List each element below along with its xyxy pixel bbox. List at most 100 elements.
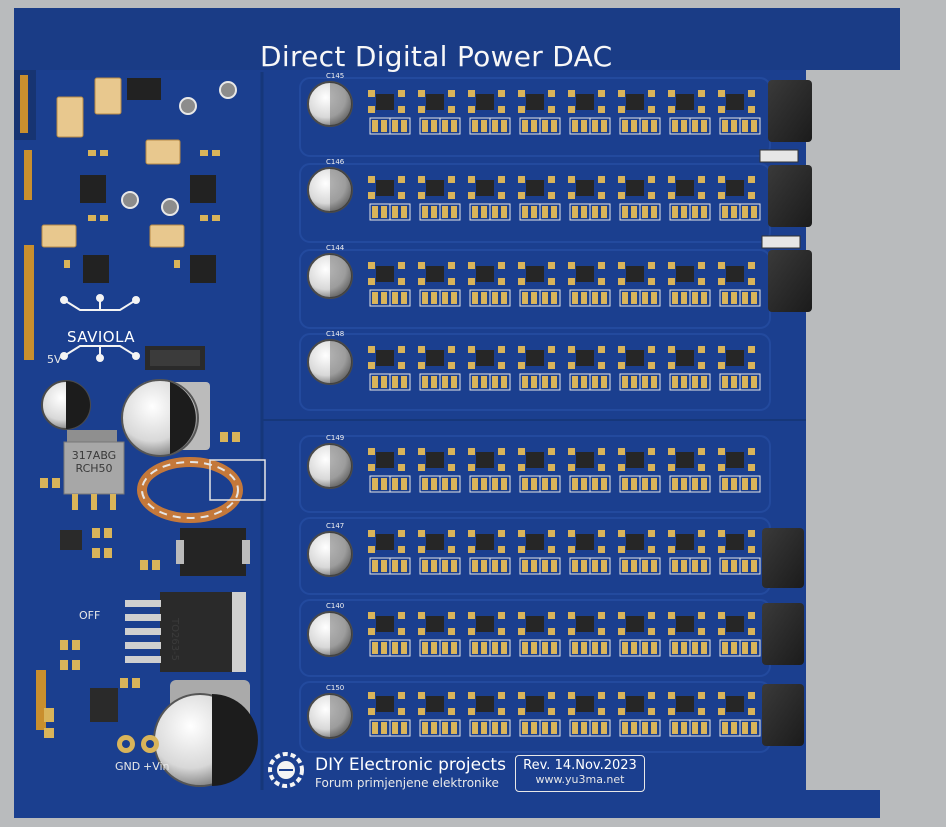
dac-cell — [568, 530, 611, 575]
dac-cell — [518, 90, 561, 135]
electrolytic-capacitor: C147 — [307, 522, 353, 577]
dac-cell — [518, 530, 561, 575]
dac-cell — [668, 530, 711, 575]
capacitor-label: C144 — [326, 244, 345, 252]
saviola-logo-text: SAVIOLA — [67, 328, 136, 346]
dac-cell — [518, 612, 561, 657]
dac-cell — [618, 90, 661, 135]
dac-cell — [718, 346, 761, 391]
dac-cell — [468, 176, 511, 221]
dac-cell — [368, 90, 411, 135]
dac-cell — [418, 530, 461, 575]
dac-cell — [418, 692, 461, 737]
electrolytic-capacitor: C149 — [307, 434, 353, 489]
dac-cell — [668, 692, 711, 737]
dac-cell — [568, 346, 611, 391]
dac-cell — [568, 176, 611, 221]
dac-cell — [418, 448, 461, 493]
capacitor-label: C150 — [326, 684, 344, 692]
dac-cell — [368, 612, 411, 657]
capacitor-label: C149 — [326, 434, 344, 442]
package-marking: TO263-5 — [169, 618, 180, 662]
dac-cell — [668, 612, 711, 657]
electrolytic-capacitor: C140 — [307, 602, 353, 657]
dac-cell — [668, 346, 711, 391]
dac-cell — [668, 90, 711, 135]
dac-cell — [418, 346, 461, 391]
label-off: OFF — [79, 609, 101, 622]
dac-cell — [718, 90, 761, 135]
capacitor-label: C146 — [326, 158, 345, 166]
revision-box: Rev. 14.Nov.2023 www.yu3ma.net — [515, 755, 645, 792]
revision-text: Rev. 14.Nov.2023 — [523, 758, 637, 773]
website-text: www.yu3ma.net — [535, 773, 625, 786]
dac-cell — [618, 530, 661, 575]
dac-cell — [618, 176, 661, 221]
board-title: Direct Digital Power DAC — [260, 40, 613, 73]
label-gnd: GND — [115, 760, 141, 773]
brand-subtitle: Forum primjenjene elektronike — [315, 776, 499, 790]
dac-cell — [718, 692, 761, 737]
capacitor-label: C145 — [326, 72, 344, 80]
dac-cell — [368, 346, 411, 391]
dac-cell — [418, 176, 461, 221]
dac-cell — [368, 692, 411, 737]
regulator-marking: 317ABG RCH50 — [71, 449, 117, 475]
dac-cell — [618, 612, 661, 657]
dac-array — [368, 90, 761, 737]
power-supply-section — [41, 77, 237, 283]
dac-cell — [518, 176, 561, 221]
dac-cell — [568, 448, 611, 493]
dac-cell — [568, 90, 611, 135]
regulator-section — [40, 346, 266, 787]
dac-cell — [568, 262, 611, 307]
label-5v: 5V — [47, 353, 62, 366]
saviola-logo-graphic — [60, 294, 140, 362]
dac-cell — [568, 692, 611, 737]
dac-cell — [718, 530, 761, 575]
dac-cell — [368, 176, 411, 221]
dac-cell — [718, 612, 761, 657]
label-vin: +Vin — [143, 760, 170, 773]
brand-name: DIY Electronic projects — [315, 755, 506, 775]
dac-cell — [618, 448, 661, 493]
capacitor-label: C147 — [326, 522, 344, 530]
capacitor-label: C148 — [326, 330, 344, 338]
dac-cell — [468, 448, 511, 493]
dac-cell — [718, 262, 761, 307]
dac-cell — [668, 262, 711, 307]
dac-cell — [418, 262, 461, 307]
dac-cell — [668, 448, 711, 493]
dac-cell — [468, 530, 511, 575]
dac-cell — [468, 90, 511, 135]
dac-cell — [718, 176, 761, 221]
dac-cell — [468, 262, 511, 307]
dac-cell — [718, 448, 761, 493]
dac-cell — [468, 692, 511, 737]
electrolytic-capacitor: C145 — [307, 72, 353, 127]
dac-cell — [418, 90, 461, 135]
right-connectors — [759, 80, 812, 746]
dac-cell — [618, 262, 661, 307]
dac-cell — [368, 530, 411, 575]
dac-cell — [518, 262, 561, 307]
electrolytic-capacitor: C146 — [307, 158, 353, 213]
dac-cell — [518, 692, 561, 737]
capacitor-label: C140 — [326, 602, 344, 610]
electrolytic-capacitor: C150 — [307, 684, 353, 739]
dac-cell — [618, 692, 661, 737]
dac-cell — [368, 262, 411, 307]
electrolytic-capacitor: C144 — [307, 244, 353, 299]
dac-cell — [568, 612, 611, 657]
dac-cell — [368, 448, 411, 493]
dac-cell — [418, 612, 461, 657]
dac-cell — [468, 612, 511, 657]
dac-cell — [468, 346, 511, 391]
dac-cell — [518, 346, 561, 391]
dac-cell — [668, 176, 711, 221]
dac-cell — [518, 448, 561, 493]
gear-logo-icon — [268, 752, 304, 788]
electrolytic-capacitor: C148 — [307, 330, 353, 385]
